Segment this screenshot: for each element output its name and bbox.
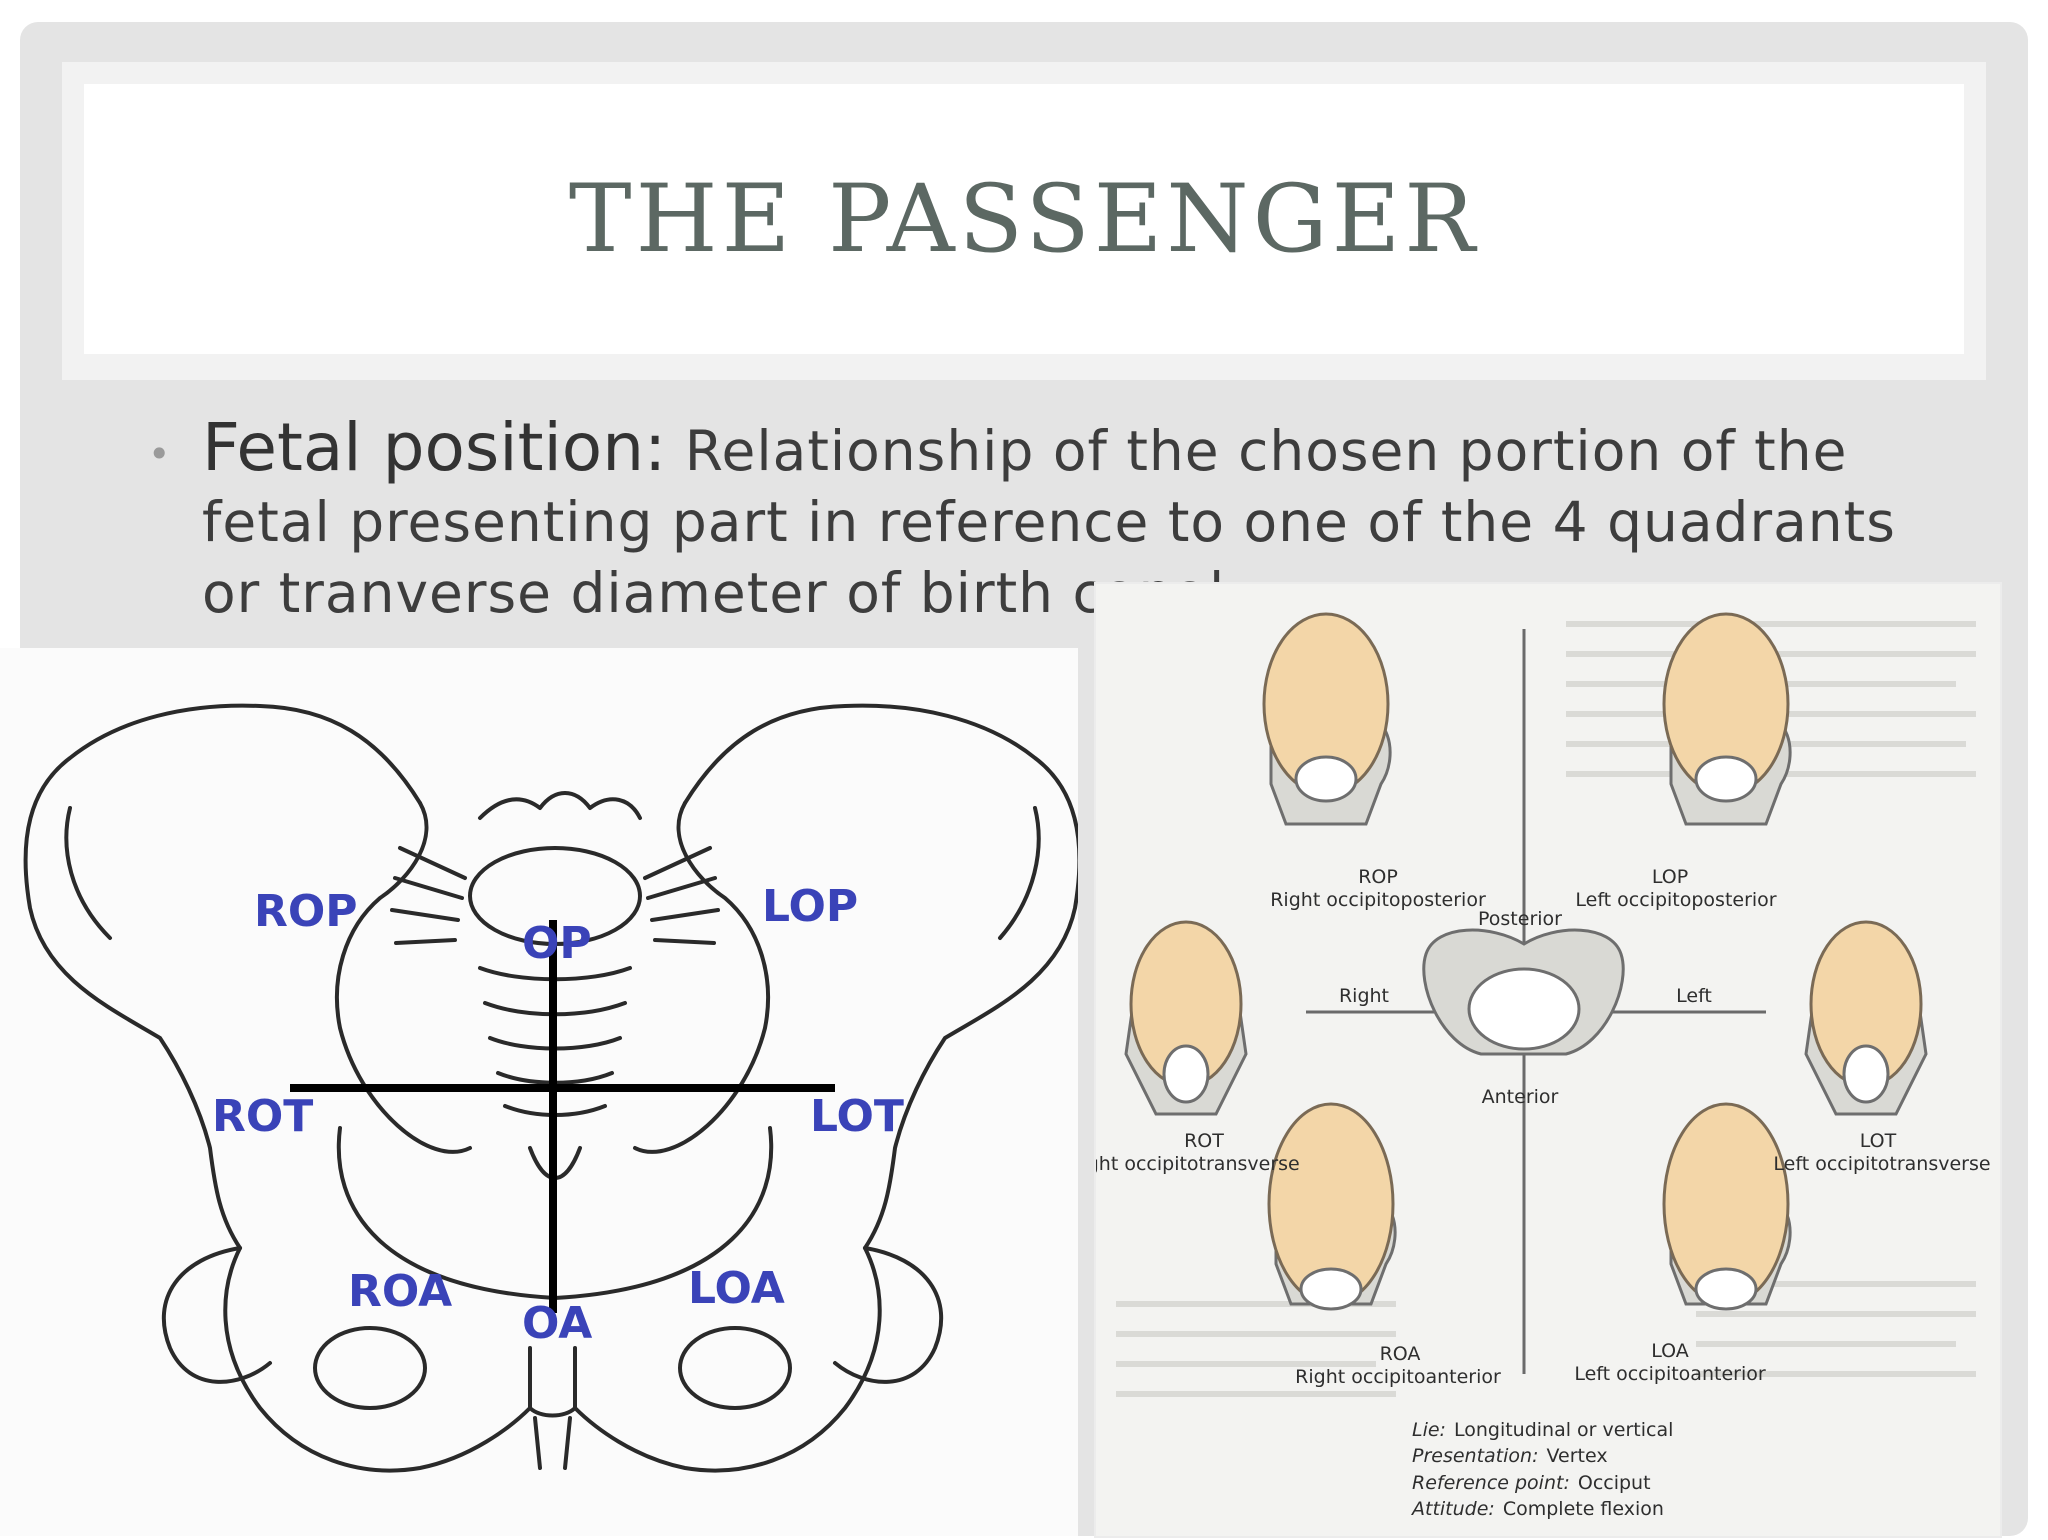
legend-lie: Lie:Longitudinal or vertical	[1412, 1419, 1673, 1441]
bullet-text: Fetal position: Relationship of the chos…	[202, 412, 1922, 629]
bullet-icon: •	[148, 432, 171, 476]
label-oa: OA	[522, 1298, 592, 1349]
pelvis-center	[1422, 928, 1625, 1056]
figure-captions: ROP Right occipitoposterior LOP Left occ…	[1068, 866, 1990, 1388]
figure-legend: Lie:Longitudinal or vertical Presentatio…	[1410, 1419, 1673, 1520]
pelvis-diagram-svg: ROP OP LOP ROT LOT ROA OA LOA	[23, 703, 1082, 1473]
fetus-rot	[1124, 920, 1248, 1116]
name-rot: Right occipitotransverse	[1096, 1153, 1300, 1175]
fetal-positions-figure: ROP Right occipitoposterior LOP Left occ…	[1068, 584, 2000, 1536]
name-roa: Right occipitoanterior	[1295, 1366, 1501, 1388]
bullet-definition: Relationship of the chosen portion of th…	[202, 419, 1896, 625]
code-loa: LOA	[1651, 1340, 1689, 1362]
name-lop: Left occipitoposterior	[1575, 889, 1776, 911]
label-lop: LOP	[762, 881, 858, 932]
label-op: OP	[522, 918, 592, 969]
name-lot: Left occipitotransverse	[1773, 1153, 1990, 1175]
position-labels: ROP OP LOP ROT LOT ROA OA LOA	[212, 881, 904, 1349]
compass-anterior: Anterior	[1482, 1086, 1559, 1108]
legend-presentation: Presentation:Vertex	[1412, 1445, 1608, 1467]
code-rop: ROP	[1358, 866, 1398, 888]
label-rop: ROP	[254, 886, 358, 937]
code-lop: LOP	[1652, 866, 1688, 888]
fetus-lot	[1804, 920, 1928, 1116]
label-rot: ROT	[212, 1091, 313, 1142]
legend-attitude: Attitude:Complete flexion	[1410, 1498, 1664, 1520]
fetus-roa	[1267, 1102, 1397, 1311]
code-lot: LOT	[1860, 1130, 1897, 1152]
fetus-loa	[1662, 1102, 1792, 1311]
fetal-positions-svg: ROP Right occipitoposterior LOP Left occ…	[1068, 612, 1991, 1520]
compass-right: Right	[1339, 985, 1389, 1007]
legend-reference-point: Reference point:Occiput	[1412, 1472, 1651, 1494]
bullet-term: Fetal position:	[202, 409, 667, 486]
name-rop: Right occipitoposterior	[1270, 889, 1486, 911]
fetus-lop	[1662, 612, 1792, 826]
title-box: THE PASSENGER	[84, 84, 1964, 354]
pelvis-diagram: ROP OP LOP ROT LOT ROA OA LOA	[0, 648, 1082, 1536]
code-roa: ROA	[1380, 1343, 1421, 1365]
reference-cross	[290, 920, 835, 1313]
label-loa: LOA	[688, 1263, 785, 1314]
pelvis-outline	[23, 703, 1082, 1473]
code-rot: ROT	[1184, 1130, 1224, 1152]
compass-left: Left	[1676, 985, 1712, 1007]
name-loa: Left occipitoanterior	[1574, 1363, 1766, 1385]
label-roa: ROA	[348, 1266, 452, 1317]
label-lot: LOT	[810, 1091, 904, 1142]
fetus-rop	[1262, 612, 1392, 826]
compass-posterior: Posterior	[1478, 908, 1562, 930]
slide-title: THE PASSENGER	[568, 164, 1480, 274]
